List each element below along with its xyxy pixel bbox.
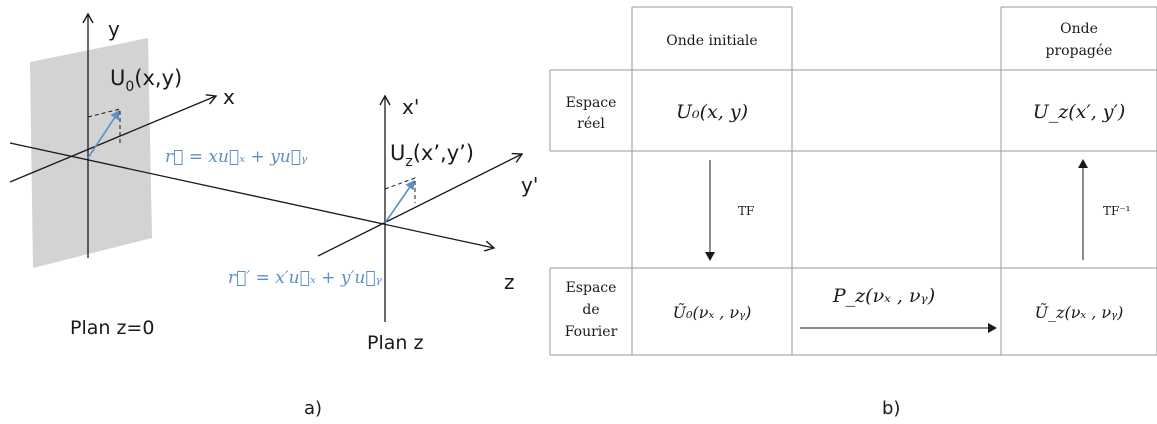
vector-rp — [384, 180, 415, 224]
axis-x-line — [9, 94, 218, 183]
label-tf: TF — [738, 204, 754, 218]
row-real-1: Espace — [566, 95, 617, 111]
caption-a: a) — [304, 398, 322, 419]
field-uz-label: Uz(x’,y’) — [390, 141, 474, 170]
cell-uz: U_z(x′, y′) — [1033, 101, 1126, 123]
row-real-2: réel — [577, 116, 605, 132]
axis-x-label: x — [223, 85, 235, 109]
panel-b: Onde initiale Onde propagée Espace réel … — [549, 6, 1157, 419]
vector-r — [87, 110, 120, 159]
header-propagated-2: propagée — [1046, 43, 1113, 59]
planez-label: Plan z — [367, 332, 423, 354]
cell-u0: U₀(x, y) — [676, 101, 748, 123]
header-initial: Onde initiale — [666, 33, 757, 49]
caption-b: b) — [882, 398, 900, 419]
row-fourier-2: de — [582, 302, 599, 318]
axis-z-line — [9, 142, 496, 252]
label-tf-inv: TF⁻¹ — [1103, 204, 1130, 218]
axis-yp-label: y' — [521, 173, 538, 197]
cell-u0-tilde: Ũ₀(νₓ , νᵧ) — [673, 302, 752, 322]
projection-dashed-z — [384, 177, 416, 203]
header-propagated-1: Onde — [1060, 21, 1098, 37]
axis-y-label: y — [108, 17, 120, 41]
r-vector-formula: r⃗ = xu⃗ₓ + yu⃗ᵧ — [165, 147, 308, 167]
row-fourier-3: Fourier — [565, 324, 618, 340]
rp-vector-formula: r⃗′ = x′u⃗ₓ + y′u⃗ᵧ — [228, 268, 383, 288]
panel-a: y x z x' y' U0(x,y) Uz(x’,y’) r⃗ = xu⃗ₓ … — [9, 12, 538, 419]
projection-dashed-0 — [87, 108, 121, 145]
field-u0-label: U0(x,y) — [110, 66, 182, 95]
axis-yp-line — [317, 152, 524, 257]
cell-uz-tilde: Ũ_z(νₓ , νᵧ) — [1035, 302, 1124, 322]
table-grid — [549, 6, 1157, 356]
row-fourier-1: Espace — [566, 280, 617, 296]
axis-z-label: z — [504, 270, 515, 294]
cell-pz: P_z(νₓ , νᵧ) — [832, 285, 935, 307]
axis-xp-label: x' — [402, 95, 419, 119]
plane0-label: Plan z=0 — [70, 317, 154, 339]
